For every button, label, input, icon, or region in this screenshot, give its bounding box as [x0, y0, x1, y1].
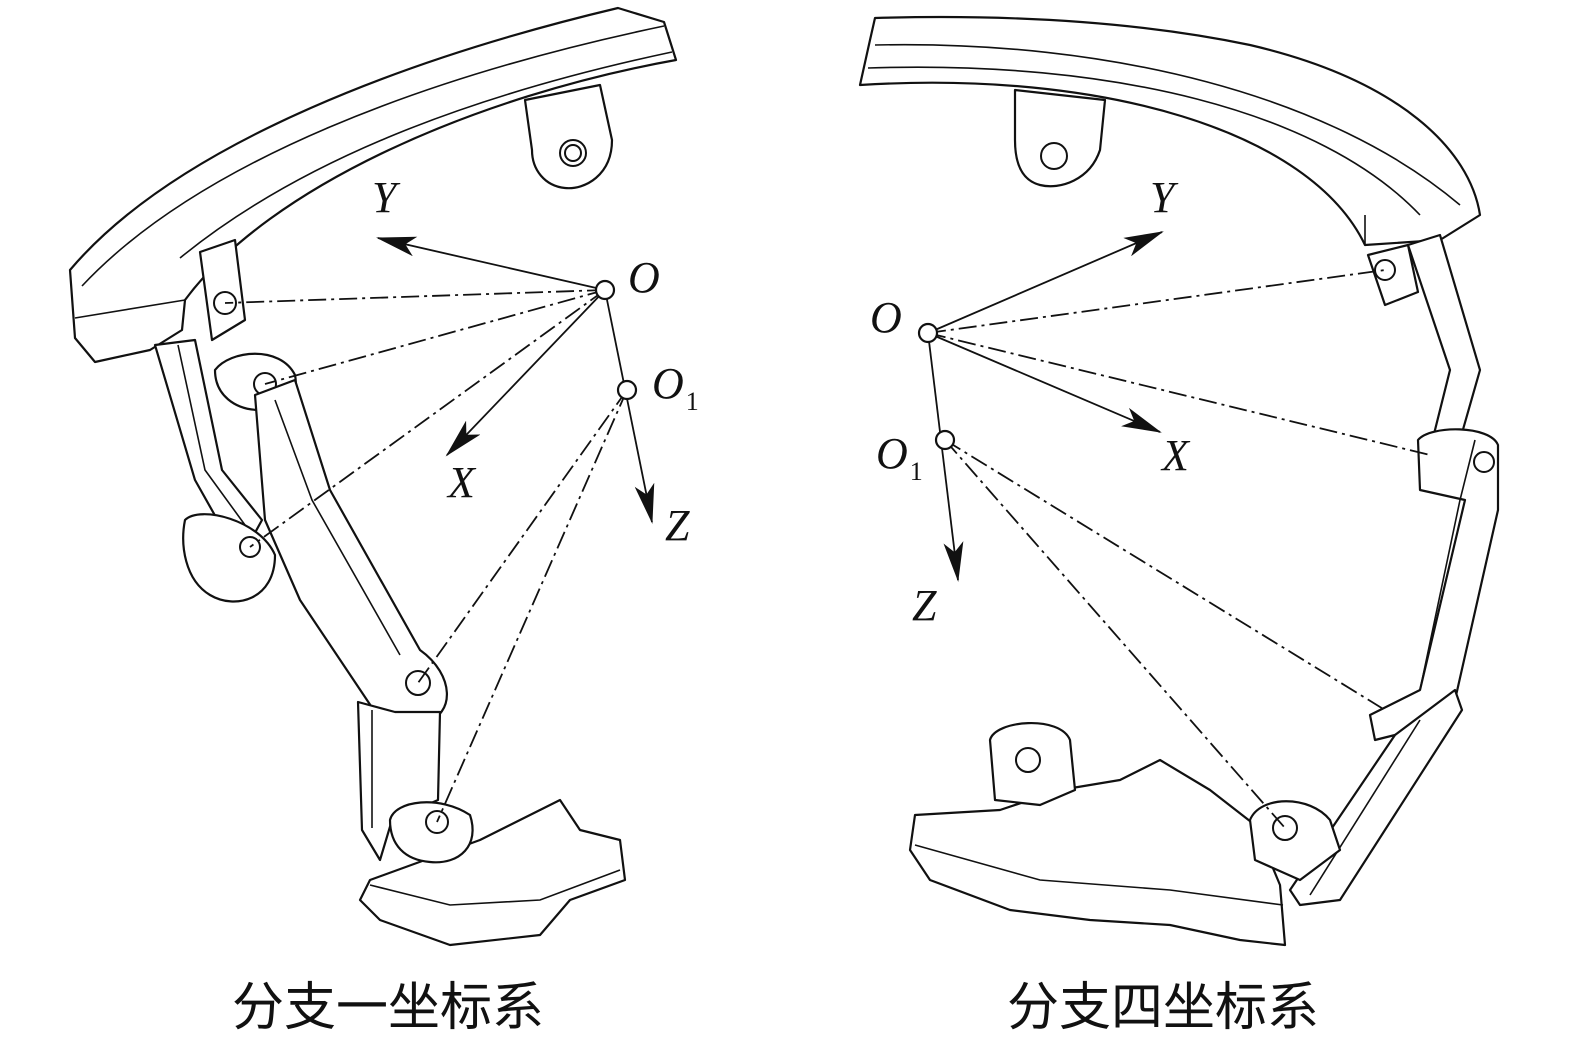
foot-base [908, 721, 1342, 947]
axis-x-arrow [445, 289, 606, 457]
axis-z-arrow [927, 332, 964, 582]
label-o1: O1 [652, 359, 699, 416]
label-o: O [870, 293, 902, 342]
branch-one-panel: Y O O1 X Z 分支一坐标系 [68, 6, 699, 1038]
top-arc-rail [858, 15, 1482, 247]
branch-one-axes [376, 236, 655, 524]
origin-o1-point [934, 429, 956, 451]
top-arc-rail [68, 6, 678, 364]
axis-z-arrow [604, 289, 655, 524]
branch-four-panel: Y O O1 X Z 分支四坐标系 [858, 15, 1500, 1038]
label-z: Z [912, 581, 937, 630]
origin-o-point [917, 322, 939, 344]
branch-one-caption: 分支一坐标系 [232, 978, 544, 1038]
origin-o1-point [616, 379, 638, 401]
label-x: X [446, 458, 477, 507]
label-z: Z [665, 501, 690, 550]
origin-o-point [594, 279, 616, 301]
axis-y-arrow [927, 231, 1164, 334]
label-y: Y [372, 173, 401, 222]
axis-y-arrow [376, 236, 606, 291]
branch-four-axes [917, 231, 1164, 582]
foot-base [358, 798, 627, 947]
axis-x-arrow [927, 332, 1162, 433]
branch-four-caption: 分支四坐标系 [1007, 978, 1319, 1038]
label-o1: O1 [876, 429, 923, 486]
label-y: Y [1150, 173, 1179, 222]
branch-one-dashlines [224, 289, 628, 823]
label-o: O [628, 253, 660, 302]
linkage-arms [153, 238, 448, 862]
linkage-arms [1288, 233, 1500, 907]
label-x: X [1160, 431, 1191, 480]
branch-four-dashlines [927, 269, 1431, 829]
